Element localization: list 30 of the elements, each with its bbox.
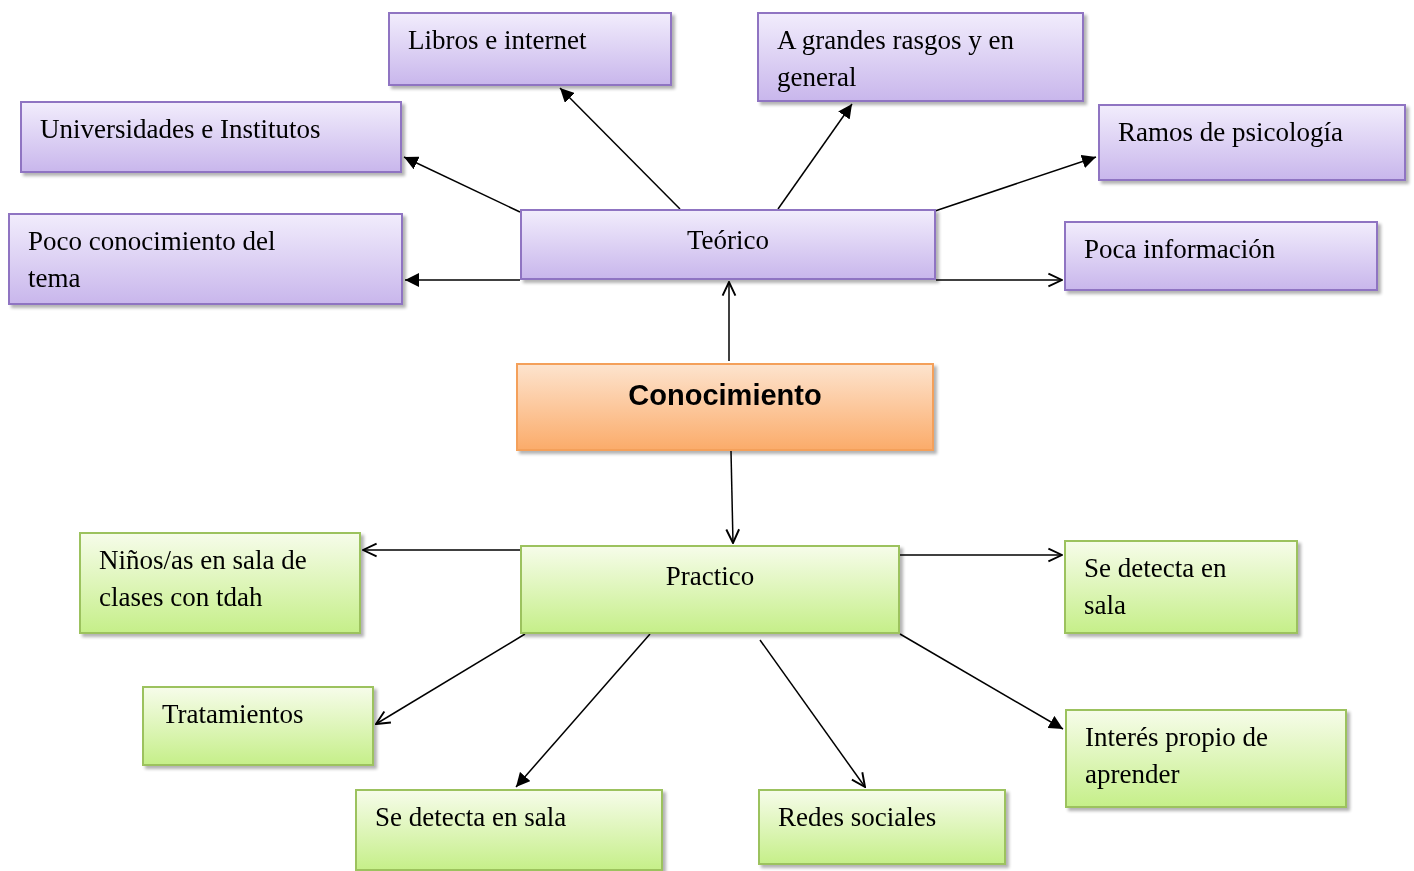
concept-box xyxy=(758,789,1006,865)
concept-label: Libros e internet xyxy=(408,24,588,57)
concept-label: Redes sociales xyxy=(778,801,938,834)
concept-label: Niños/as en sala de clases con tdah xyxy=(99,544,308,614)
concept-box xyxy=(1064,221,1378,291)
concept-box xyxy=(757,12,1084,102)
concept-label: Universidades e Institutos xyxy=(40,113,322,146)
concept-label: Se detecta en sala xyxy=(375,801,568,834)
concept-label: Interés propio de aprender xyxy=(1085,721,1269,791)
concept-box xyxy=(8,213,403,305)
concept-box xyxy=(1098,104,1406,181)
concept-box xyxy=(1065,709,1347,808)
concept-label: Poca información xyxy=(1084,233,1277,266)
concept-box xyxy=(79,532,361,634)
concept-label: Poco conocimiento del tema xyxy=(28,225,277,295)
concept-box xyxy=(355,789,663,871)
concept-label: Practico xyxy=(664,560,756,593)
concept-label: Ramos de psicología xyxy=(1118,116,1344,149)
concept-box xyxy=(142,686,374,766)
concept-label: Tratamientos xyxy=(162,698,305,731)
concept-box xyxy=(516,363,934,451)
concept-box xyxy=(520,209,936,280)
concept-box xyxy=(388,12,672,86)
concept-label: A grandes rasgos y en general xyxy=(777,24,1015,94)
concept-label: Teórico xyxy=(685,224,771,257)
concept-label: Se detecta en sala xyxy=(1084,552,1228,622)
concept-box xyxy=(520,545,900,634)
concept-box xyxy=(20,101,402,173)
concept-box xyxy=(1064,540,1298,634)
concept-label: Conocimiento xyxy=(627,378,823,413)
